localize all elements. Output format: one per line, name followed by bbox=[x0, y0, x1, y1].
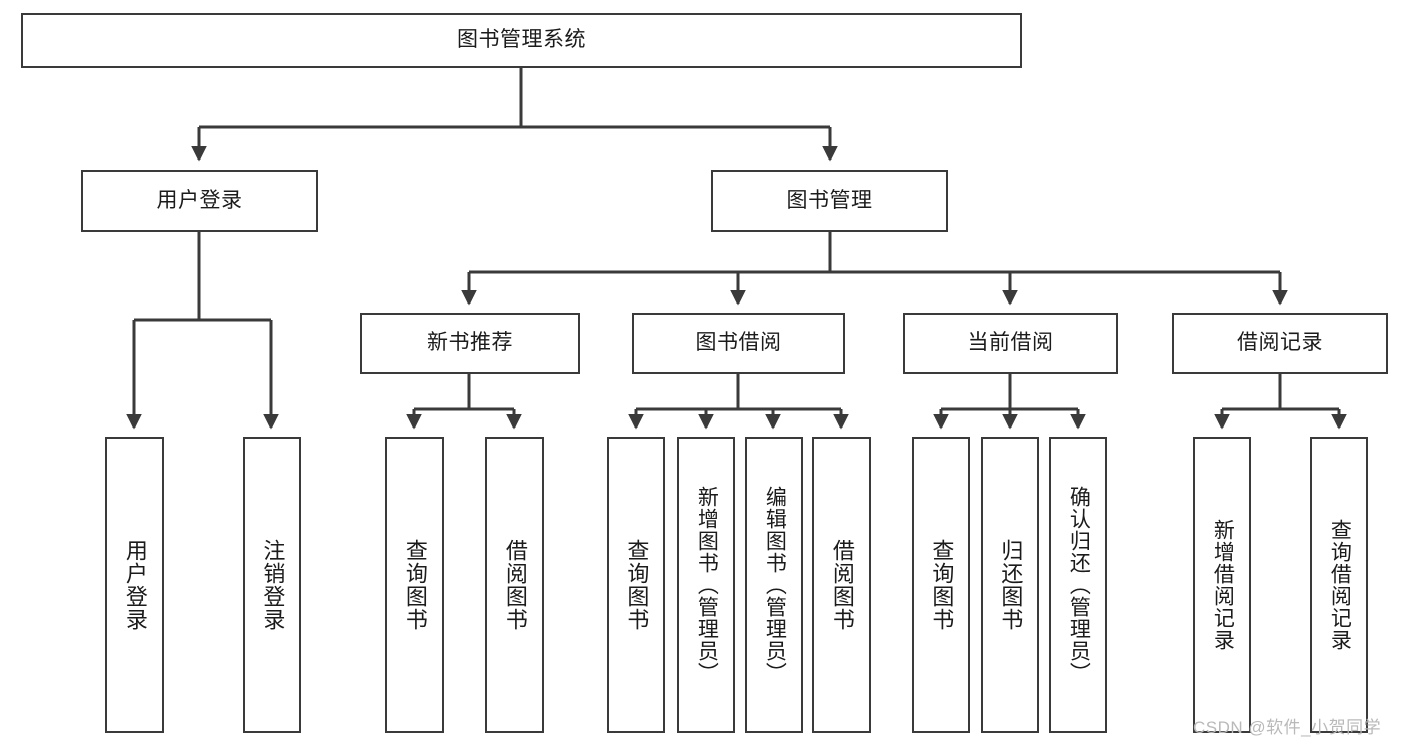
node-book-management[interactable]: 图书管理 bbox=[711, 170, 948, 232]
leaf-new-book-borrow[interactable]: 借阅图书 bbox=[485, 437, 544, 733]
leaf-label: 用户登录 bbox=[122, 539, 148, 631]
leaf-label: 新增图书（管理员） bbox=[695, 486, 719, 684]
node-new-book-recommend[interactable]: 新书推荐 bbox=[360, 313, 580, 374]
leaf-label: 查询借阅记录 bbox=[1328, 519, 1352, 651]
leaf-label: 归还图书 bbox=[998, 539, 1024, 631]
leaf-user-login-logout[interactable]: 注销登录 bbox=[243, 437, 301, 733]
node-current-borrow[interactable]: 当前借阅 bbox=[903, 313, 1118, 374]
leaf-label: 查询图书 bbox=[929, 539, 955, 631]
leaf-current-query-book[interactable]: 查询图书 bbox=[912, 437, 970, 733]
node-label: 新书推荐 bbox=[427, 331, 513, 355]
leaf-label: 借阅图书 bbox=[829, 539, 855, 631]
leaf-record-query-record[interactable]: 查询借阅记录 bbox=[1310, 437, 1368, 733]
node-label: 借阅记录 bbox=[1237, 331, 1323, 355]
leaf-label: 编辑图书（管理员） bbox=[763, 486, 787, 684]
node-root-system[interactable]: 图书管理系统 bbox=[21, 13, 1022, 68]
node-label: 图书管理系统 bbox=[457, 28, 586, 52]
leaf-label: 查询图书 bbox=[402, 539, 428, 631]
watermark-text: CSDN @软件_小贺同学 bbox=[1193, 718, 1382, 737]
leaf-borrow-edit-book-admin[interactable]: 编辑图书（管理员） bbox=[745, 437, 803, 733]
leaf-label: 注销登录 bbox=[260, 539, 286, 631]
node-label: 图书借阅 bbox=[695, 331, 782, 355]
leaf-borrow-query-book[interactable]: 查询图书 bbox=[607, 437, 665, 733]
leaf-current-return-book[interactable]: 归还图书 bbox=[981, 437, 1039, 733]
leaf-record-add-record[interactable]: 新增借阅记录 bbox=[1193, 437, 1251, 733]
leaf-label: 查询图书 bbox=[624, 539, 650, 631]
leaf-borrow-add-book-admin[interactable]: 新增图书（管理员） bbox=[677, 437, 735, 733]
node-book-borrow[interactable]: 图书借阅 bbox=[632, 313, 845, 374]
leaf-user-login-login[interactable]: 用户登录 bbox=[105, 437, 164, 733]
leaf-label: 新增借阅记录 bbox=[1211, 519, 1235, 651]
node-label: 图书管理 bbox=[786, 188, 873, 212]
node-user-login[interactable]: 用户登录 bbox=[81, 170, 318, 232]
leaf-label: 借阅图书 bbox=[502, 539, 528, 631]
leaf-label: 确认归还（管理员） bbox=[1067, 486, 1091, 684]
node-label: 用户登录 bbox=[156, 188, 243, 212]
node-borrow-record[interactable]: 借阅记录 bbox=[1172, 313, 1388, 374]
leaf-current-confirm-return-admin[interactable]: 确认归还（管理员） bbox=[1049, 437, 1107, 733]
leaf-new-book-query[interactable]: 查询图书 bbox=[385, 437, 444, 733]
leaf-borrow-borrow-book[interactable]: 借阅图书 bbox=[812, 437, 871, 733]
node-label: 当前借阅 bbox=[967, 331, 1054, 355]
